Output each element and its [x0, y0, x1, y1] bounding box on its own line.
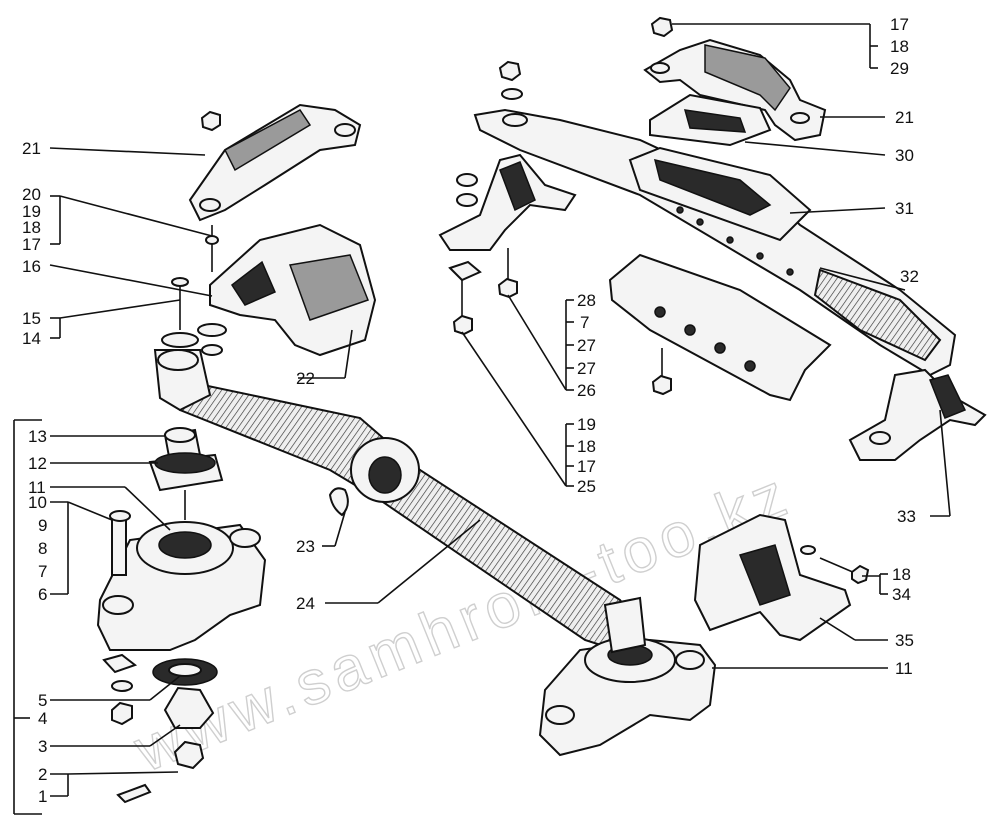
leader-lines [13, 23, 951, 815]
support-11-right [538, 596, 717, 757]
callout-21: 21 [22, 139, 41, 158]
callout-27a: 27 [577, 336, 596, 355]
bracket-35 [693, 513, 870, 642]
bolts-25-28 [448, 248, 672, 396]
callout-15: 15 [22, 309, 41, 328]
callout-18c: 18 [890, 37, 909, 56]
callout-34: 34 [892, 585, 911, 604]
cross-member-31 [473, 108, 957, 377]
callout-17c: 17 [890, 15, 909, 34]
support-assembly-left [96, 427, 267, 804]
callout-10: 10 [28, 493, 47, 512]
callout-9: 9 [38, 516, 47, 535]
cushion-22 [161, 223, 377, 357]
callout-2: 2 [38, 765, 47, 784]
callout-19: 19 [22, 202, 41, 221]
callout-35: 35 [895, 631, 914, 650]
cross-member-foot-left [438, 153, 577, 251]
callout-20: 20 [22, 185, 41, 204]
callout-23: 23 [296, 537, 315, 556]
callout-7b: 7 [580, 313, 589, 332]
callout-28: 28 [577, 291, 596, 310]
callout-13: 13 [28, 427, 47, 446]
callout-17b: 17 [577, 457, 596, 476]
cross-member-foot-33 [848, 368, 987, 461]
callout-12: 12 [28, 454, 47, 473]
snap-ring-23 [328, 487, 349, 517]
callout-30: 30 [895, 146, 914, 165]
callout-33: 33 [897, 507, 916, 526]
callout-21b: 21 [895, 108, 914, 127]
callout-16: 16 [22, 257, 41, 276]
callout-32: 32 [900, 267, 919, 286]
callout-1: 1 [38, 787, 47, 806]
callout-11b: 11 [895, 659, 913, 678]
callout-7: 7 [38, 562, 47, 581]
callout-6: 6 [38, 585, 47, 604]
callout-3: 3 [38, 737, 47, 756]
callout-17: 17 [22, 235, 41, 254]
callout-11: 11 [28, 478, 46, 497]
callout-27b: 27 [577, 359, 596, 378]
callout-19b: 19 [577, 415, 596, 434]
callout-25: 25 [577, 477, 596, 496]
callout-5: 5 [38, 691, 47, 710]
bracket-21-right [498, 16, 827, 147]
callout-31: 31 [895, 199, 914, 218]
callout-18d: 18 [892, 565, 911, 584]
callout-labels: 21 20 19 18 17 16 15 14 13 12 11 10 9 8 … [22, 15, 919, 806]
callout-14: 14 [22, 329, 41, 348]
callout-8: 8 [38, 539, 47, 558]
callout-29: 29 [890, 59, 909, 78]
pad-32 [608, 253, 832, 402]
callout-18b: 18 [577, 437, 596, 456]
bracket-21-left [188, 103, 362, 272]
callout-4: 4 [38, 709, 47, 728]
callout-24: 24 [296, 594, 315, 613]
callout-26: 26 [577, 381, 596, 400]
callout-22: 22 [296, 369, 315, 388]
callout-18: 18 [22, 218, 41, 237]
